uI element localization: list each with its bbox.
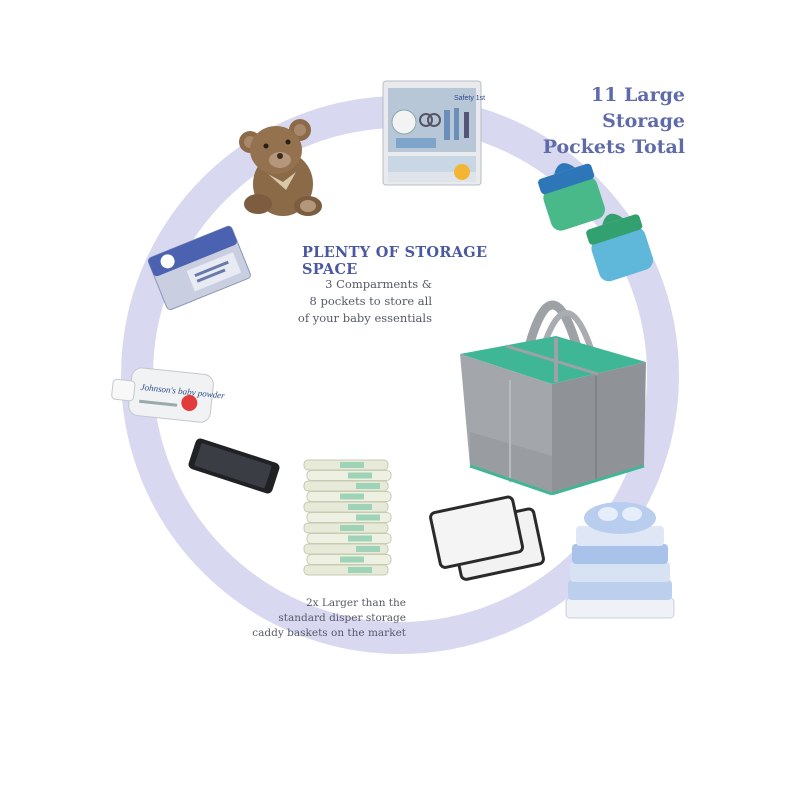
- grooming-kit-brand: Safety 1st: [454, 95, 485, 102]
- diaper-print: [356, 514, 380, 521]
- headline-line-2: Pockets Total: [542, 136, 685, 158]
- headline-line-1: 11 Large Storage: [590, 84, 685, 132]
- wipes-box-image: [147, 225, 251, 311]
- diaper-print: [348, 504, 372, 510]
- grooming-kit-image: Safety 1st: [382, 80, 485, 186]
- teddy-bear-image: [239, 119, 322, 216]
- size-note-line-2: standard disper storage: [278, 612, 406, 624]
- diaper-print: [340, 525, 364, 531]
- sippy-cups-image: [538, 163, 654, 282]
- size-note-line-3: caddy baskets on the market: [252, 627, 406, 639]
- diaper-print: [348, 535, 372, 542]
- size-note: 2x Larger than the standard disper stora…: [226, 596, 406, 641]
- diaper: [303, 564, 389, 576]
- feature-desc-line-1: 3 Comparments &: [325, 277, 432, 291]
- diaper-print: [356, 483, 380, 489]
- headline: 11 Large Storage Pockets Total: [515, 82, 685, 160]
- diaper: [303, 501, 389, 513]
- changing-pads-image: [429, 495, 545, 581]
- diaper-print: [348, 472, 372, 479]
- folded-clothes-image: [565, 502, 675, 619]
- diaper-print: [356, 546, 380, 552]
- diaper-print: [340, 493, 364, 500]
- diaper-stack-image: [303, 459, 392, 576]
- size-note-line-1: 2x Larger than the: [305, 597, 406, 609]
- diaper-print: [348, 567, 372, 573]
- powder-bottle-image: Johnson's baby powder: [111, 367, 226, 423]
- diaper-print: [340, 556, 364, 563]
- feature-desc-line-3: of your baby essentials: [297, 311, 432, 325]
- diaper-caddy-image: [460, 300, 646, 496]
- feature-description: 3 Comparments & 8 pockets to store all o…: [250, 276, 432, 327]
- diaper-print: [340, 462, 364, 468]
- feature-desc-line-2: 8 pockets to store all: [309, 294, 432, 308]
- smartphone-image: [188, 438, 280, 494]
- feature-title: PLENTY OF STORAGE SPACE: [302, 244, 488, 278]
